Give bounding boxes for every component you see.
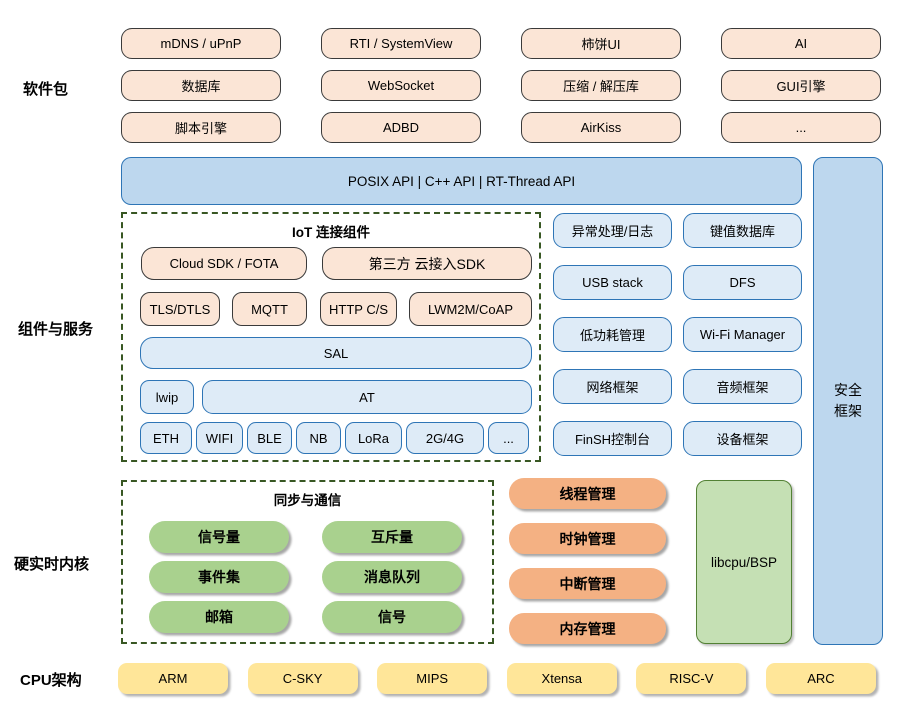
package-box: GUI引擎 bbox=[721, 70, 881, 101]
nb-box: NB bbox=[296, 422, 341, 454]
eth-box: ETH bbox=[140, 422, 192, 454]
package-box: ADBD bbox=[321, 112, 481, 143]
tls-dtls-box: TLS/DTLS bbox=[140, 292, 220, 326]
service-box: 音频框架 bbox=[683, 369, 802, 404]
sync-ipc-grid: 信号量 互斥量 事件集 消息队列 邮箱 信号 bbox=[149, 521, 462, 633]
cloud-sdk-box: Cloud SDK / FOTA bbox=[141, 247, 307, 280]
more-links-box: ... bbox=[488, 422, 529, 454]
cpu-arch-box: MIPS bbox=[377, 663, 488, 694]
at-box: AT bbox=[202, 380, 532, 414]
cpu-arch-box: C-SKY bbox=[247, 663, 358, 694]
libcpu-bsp-box: libcpu/BSP bbox=[696, 480, 792, 644]
sync-item-box: 互斥量 bbox=[322, 521, 462, 553]
sync-ipc-title: 同步与通信 bbox=[273, 493, 342, 508]
service-box: USB stack bbox=[553, 265, 672, 300]
sync-item-box: 事件集 bbox=[149, 561, 289, 593]
package-box: 柿饼UI bbox=[521, 28, 681, 59]
management-box: 时钟管理 bbox=[509, 523, 666, 554]
wifi-box: WIFI bbox=[196, 422, 243, 454]
service-box: 设备框架 bbox=[683, 421, 802, 456]
kernel-management-group: 线程管理 时钟管理 中断管理 内存管理 bbox=[509, 478, 666, 644]
service-box: 网络框架 bbox=[553, 369, 672, 404]
iot-components-title: IoT 连接组件 bbox=[292, 225, 370, 240]
package-box: ... bbox=[721, 112, 881, 143]
cpu-arch-box: ARC bbox=[765, 663, 876, 694]
package-box: RTI / SystemView bbox=[321, 28, 481, 59]
service-box: FinSH控制台 bbox=[553, 421, 672, 456]
cpu-architectures-group: ARM C-SKY MIPS Xtensa RISC-V ARC bbox=[118, 663, 876, 694]
security-framework-bar: 安全 框架 bbox=[813, 157, 883, 645]
cellular-box: 2G/4G bbox=[406, 422, 484, 454]
label-software-packages: 软件包 bbox=[23, 81, 69, 98]
service-box: Wi-Fi Manager bbox=[683, 317, 802, 352]
ble-box: BLE bbox=[247, 422, 292, 454]
package-box: 数据库 bbox=[121, 70, 281, 101]
sync-item-box: 邮箱 bbox=[149, 601, 289, 633]
package-box: mDNS / uPnP bbox=[121, 28, 281, 59]
package-box: WebSocket bbox=[321, 70, 481, 101]
software-packages-group: mDNS / uPnP RTI / SystemView 柿饼UI AI 数据库… bbox=[121, 28, 881, 143]
service-box: 低功耗管理 bbox=[553, 317, 672, 352]
package-box: AirKiss bbox=[521, 112, 681, 143]
services-group: 异常处理/日志 键值数据库 USB stack DFS 低功耗管理 Wi-Fi … bbox=[553, 213, 802, 456]
third-party-sdk-box: 第三方 云接入SDK bbox=[322, 247, 532, 280]
sync-item-box: 信号 bbox=[322, 601, 462, 633]
sync-ipc-group: 同步与通信 信号量 互斥量 事件集 消息队列 邮箱 信号 bbox=[121, 480, 494, 644]
http-cs-box: HTTP C/S bbox=[320, 292, 397, 326]
link-layer-row: ETH WIFI BLE NB LoRa 2G/4G ... bbox=[140, 422, 529, 454]
cpu-arch-box: RISC-V bbox=[636, 663, 747, 694]
package-box: 脚本引擎 bbox=[121, 112, 281, 143]
service-box: 异常处理/日志 bbox=[553, 213, 672, 248]
iot-components-group: IoT 连接组件 Cloud SDK / FOTA 第三方 云接入SDK TLS… bbox=[121, 212, 541, 462]
api-layer-bar: POSIX API | C++ API | RT-Thread API bbox=[121, 157, 802, 205]
service-box: DFS bbox=[683, 265, 802, 300]
management-box: 中断管理 bbox=[509, 568, 666, 599]
package-box: 压缩 / 解压库 bbox=[521, 70, 681, 101]
package-box: AI bbox=[721, 28, 881, 59]
lwm2m-coap-box: LWM2M/CoAP bbox=[409, 292, 532, 326]
service-box: 键值数据库 bbox=[683, 213, 802, 248]
management-box: 线程管理 bbox=[509, 478, 666, 509]
mqtt-box: MQTT bbox=[232, 292, 307, 326]
label-cpu-architecture: CPU架构 bbox=[20, 672, 82, 689]
sync-item-box: 消息队列 bbox=[322, 561, 462, 593]
sync-item-box: 信号量 bbox=[149, 521, 289, 553]
sal-box: SAL bbox=[140, 337, 532, 369]
lora-box: LoRa bbox=[345, 422, 402, 454]
label-hard-realtime-kernel: 硬实时内核 bbox=[14, 556, 90, 573]
cpu-arch-box: Xtensa bbox=[506, 663, 617, 694]
label-components-services: 组件与服务 bbox=[18, 321, 94, 338]
management-box: 内存管理 bbox=[509, 613, 666, 644]
cpu-arch-box: ARM bbox=[118, 663, 228, 694]
lwip-box: lwip bbox=[140, 380, 194, 414]
